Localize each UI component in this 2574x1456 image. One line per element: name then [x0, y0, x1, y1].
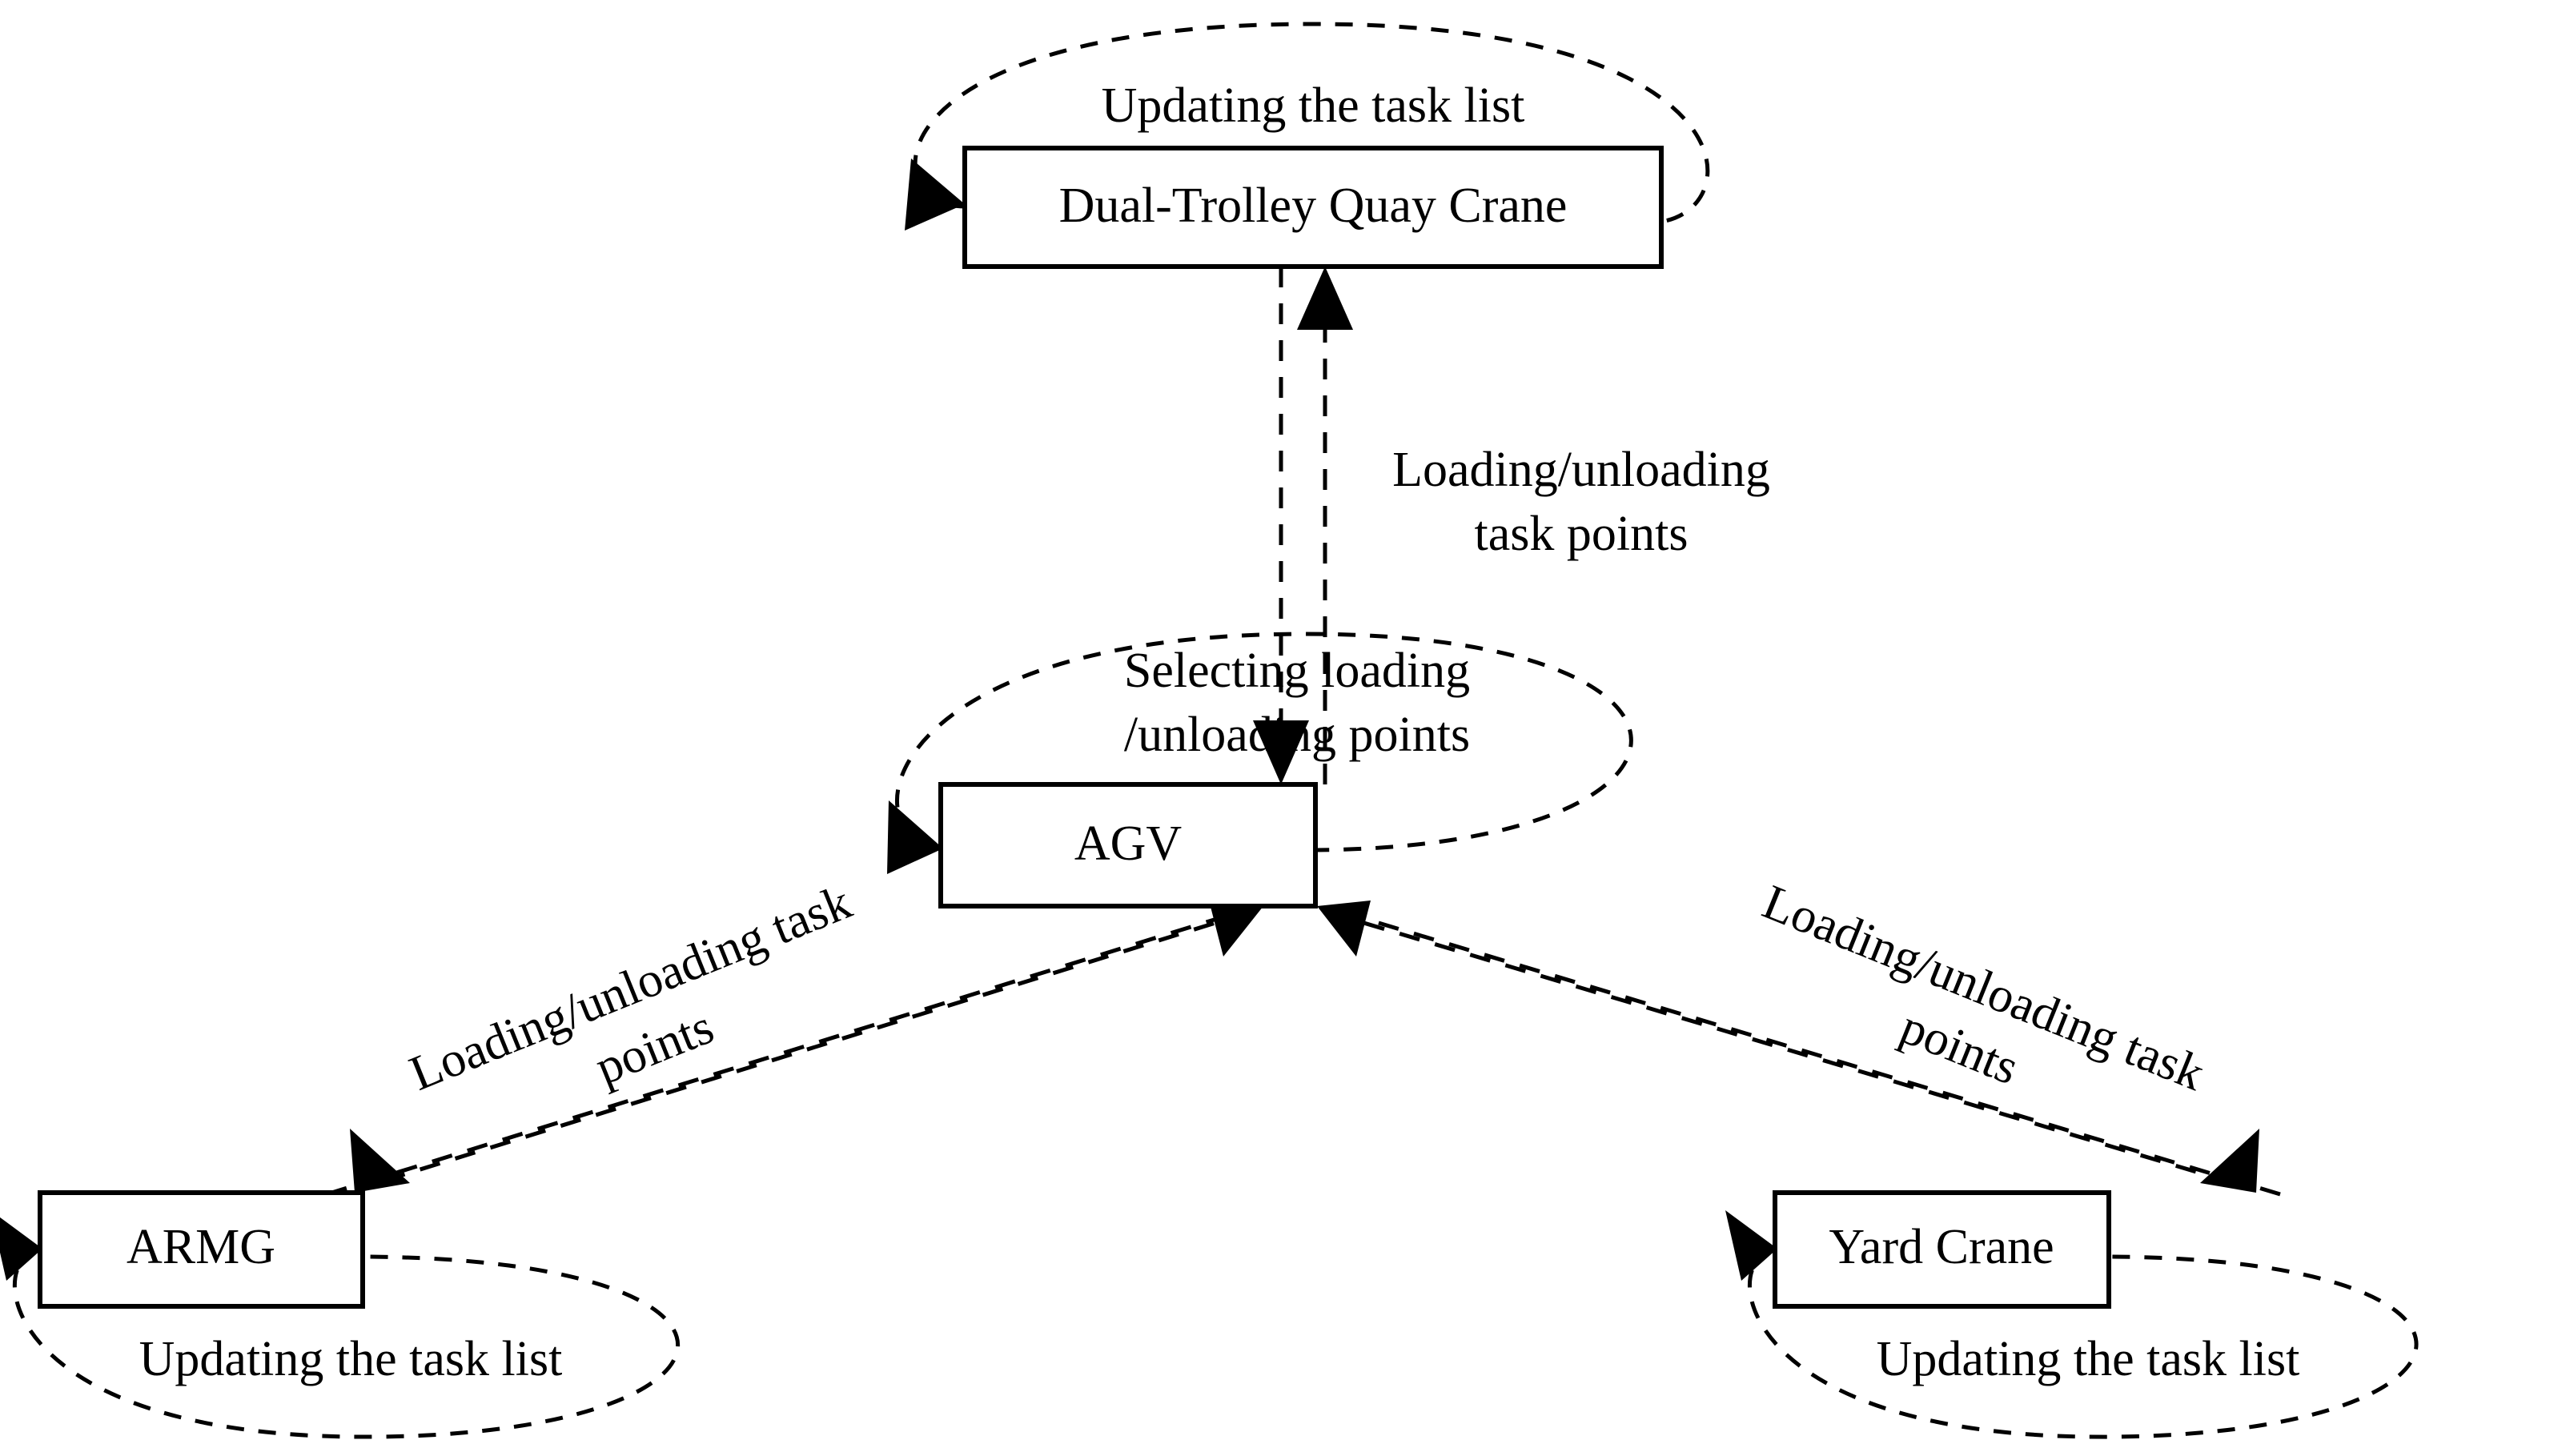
agv-self-loop-arrowhead [887, 800, 943, 874]
quaycrane-agv-label-line1: Loading/unloading [1392, 443, 1770, 497]
yardcrane-to-agv-arrowhead [1317, 900, 1371, 957]
armg-self-loop-group [0, 1217, 681, 1439]
yard-crane-box[interactable] [1773, 1190, 2111, 1309]
quay-crane-label: Dual-Trolley Quay Crane [1059, 178, 1568, 233]
armg-label: ARMG [126, 1220, 275, 1274]
agv-loop-label-line1: Selecting loading [1124, 644, 1470, 698]
armg-to-agv-arrowhead [1209, 900, 1263, 957]
quay-crane-box[interactable] [962, 146, 1664, 269]
agv-yardcrane-edge-group [1317, 900, 2281, 1197]
yardcrane-loop-label: Updating the task list [1877, 1332, 2300, 1386]
yard-crane-label: Yard Crane [1829, 1220, 2054, 1274]
agv-yardcrane-label-group: Loading/unloading task points [1756, 875, 2212, 1101]
armg-self-loop-arrowhead [0, 1217, 42, 1281]
agv-self-loop-group [887, 632, 1633, 874]
yard-crane-self-loop-arrowhead [1725, 1210, 1777, 1281]
agv-label: AGV [1074, 816, 1183, 871]
agv-loop-label-line2: /unloading points [1124, 708, 1470, 762]
quay-crane-self-loop-group [905, 22, 1710, 231]
armg-loop-label: Updating the task list [139, 1332, 563, 1386]
agv-to-quaycrane-arrowhead [1297, 267, 1353, 330]
armg-box[interactable] [38, 1190, 365, 1309]
quay-crane-self-loop-arc [913, 22, 1710, 225]
quaycrane-to-agv-arrowhead [1253, 720, 1309, 784]
node-dual-trolley-quay-crane[interactable]: Dual-Trolley Quay Crane [962, 146, 1664, 269]
armg-self-loop-arc [12, 1248, 681, 1439]
node-armg[interactable]: ARMG [38, 1190, 365, 1309]
node-agv[interactable]: AGV [938, 782, 1318, 908]
yardcrane-to-agv-line [1338, 908, 2281, 1197]
quay-crane-self-loop-arrowhead [905, 158, 965, 231]
quay-crane-loop-label: Updating the task list [1102, 78, 1525, 133]
agv-to-yardcrane-arrowhead [2200, 1129, 2259, 1193]
quaycrane-agv-edge-group [1253, 267, 1353, 784]
agv-to-yardcrane-line [1328, 910, 2235, 1185]
yard-crane-self-loop-group [1725, 1210, 2419, 1439]
node-yard-crane[interactable]: Yard Crane [1773, 1190, 2111, 1309]
agv-armg-label-group: Loading/unloading task points [403, 875, 859, 1101]
agv-box[interactable] [938, 782, 1318, 908]
quaycrane-agv-label-line2: task points [1475, 507, 1689, 561]
armg-to-agv-line [326, 908, 1243, 1197]
agv-to-armg-line [375, 910, 1250, 1185]
yard-crane-self-loop-arc [1748, 1248, 2419, 1439]
agv-self-loop-arc [894, 632, 1633, 852]
agv-armg-edge-group [326, 900, 1263, 1197]
agv-to-armg-arrowhead [350, 1129, 410, 1193]
